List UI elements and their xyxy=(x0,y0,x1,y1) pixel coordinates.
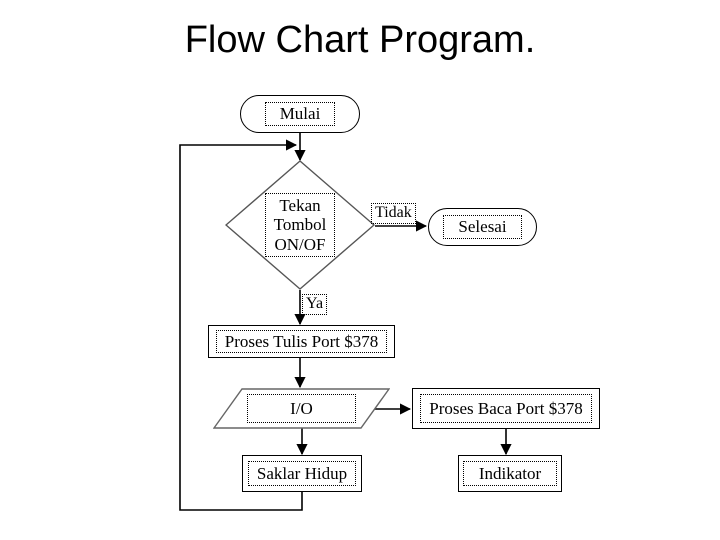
branch-label-ya: Ya xyxy=(302,294,328,315)
node-indikator-label-box: Indikator xyxy=(463,460,557,487)
node-selesai-label-box: Selesai xyxy=(443,215,522,239)
node-proses-tulis-label-box: Proses Tulis Port $378 xyxy=(216,330,387,353)
parallelogram-shape xyxy=(213,388,390,429)
diamond-shape xyxy=(225,160,375,290)
branch-label-tidak-text: Tidak xyxy=(375,204,412,221)
node-selesai[interactable]: Selesai xyxy=(428,208,537,246)
node-saklar-hidup[interactable]: Saklar Hidup xyxy=(242,455,362,492)
node-indikator-label: Indikator xyxy=(478,463,542,483)
node-proses-tulis-port[interactable]: Proses Tulis Port $378 xyxy=(208,325,395,358)
node-decision-tekan-tombol[interactable]: Tekan Tombol ON/OF xyxy=(225,160,375,290)
node-mulai-label: Mulai xyxy=(279,104,321,124)
node-indikator[interactable]: Indikator xyxy=(458,455,562,492)
node-io-label-box: I/O xyxy=(246,394,357,423)
branch-label-ya-text: Ya xyxy=(306,295,324,312)
node-decision-label-line-3: ON/OF xyxy=(274,234,326,254)
node-saklar-label-box: Saklar Hidup xyxy=(247,460,357,487)
node-proses-baca-label-box: Proses Baca Port $378 xyxy=(420,394,592,423)
branch-label-tidak: Tidak xyxy=(371,203,416,224)
page-title: Flow Chart Program. xyxy=(184,19,536,61)
edge-loopback-saklar-to-decision xyxy=(179,139,303,511)
node-io[interactable]: I/O xyxy=(213,388,390,429)
node-decision-label-line-2: Tombol xyxy=(273,215,327,235)
node-saklar-label: Saklar Hidup xyxy=(256,463,348,483)
node-mulai[interactable]: Mulai xyxy=(240,95,360,133)
node-decision-label-box: Tekan Tombol ON/OF xyxy=(264,193,336,257)
node-proses-tulis-label: Proses Tulis Port $378 xyxy=(224,331,379,351)
node-io-label: I/O xyxy=(290,398,313,418)
node-decision-label-line-1: Tekan xyxy=(279,196,321,216)
node-selesai-label: Selesai xyxy=(458,217,507,237)
node-proses-baca-port[interactable]: Proses Baca Port $378 xyxy=(412,388,600,429)
node-proses-baca-label: Proses Baca Port $378 xyxy=(429,398,583,418)
node-mulai-label-box: Mulai xyxy=(264,102,336,126)
